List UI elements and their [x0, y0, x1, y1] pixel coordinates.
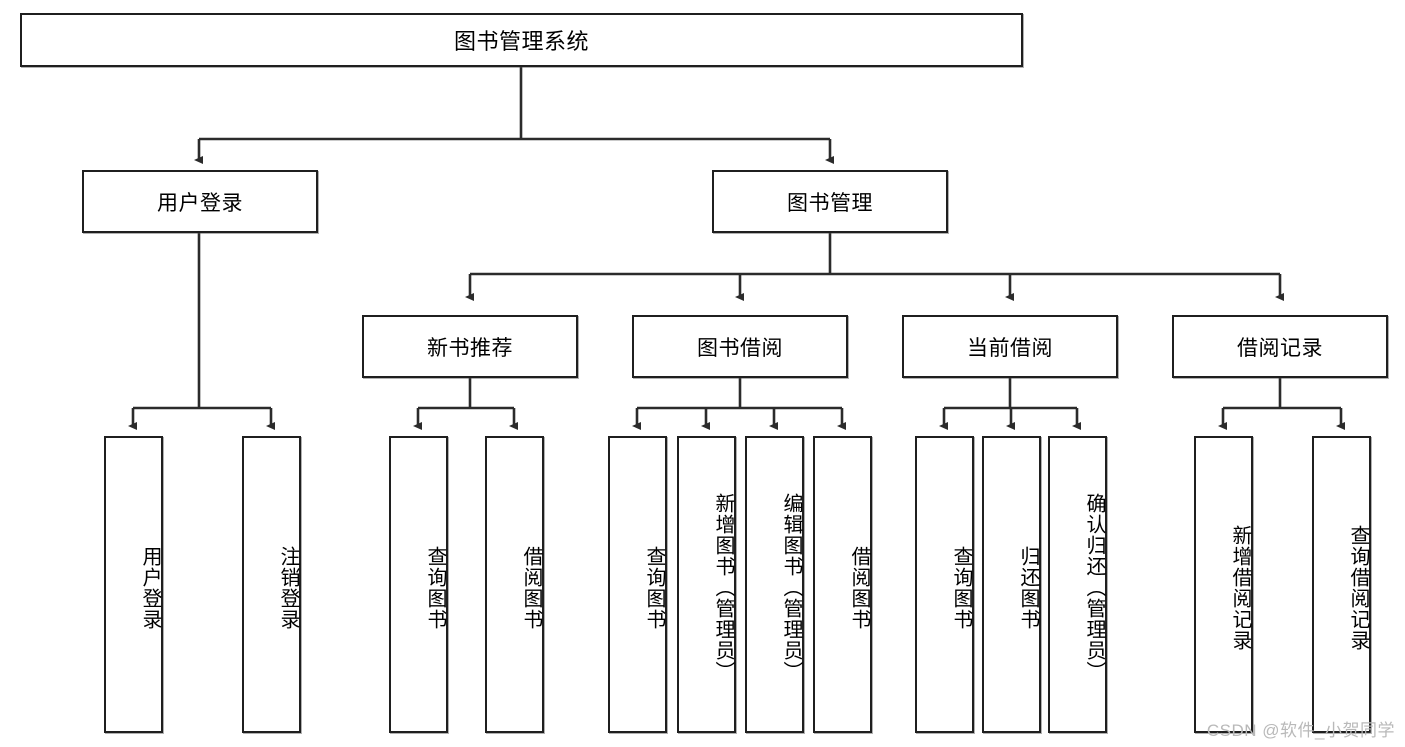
node-current-borrow[interactable]: 当前借阅 [902, 315, 1118, 378]
leaf-label: 借阅图书 [848, 545, 870, 630]
node-book-borrow-label: 图书借阅 [697, 336, 783, 360]
leaf-label: 查询图书 [643, 545, 665, 630]
node-book-management-label: 图书管理 [787, 191, 873, 215]
leaf-label: 查询图书 [424, 545, 446, 630]
leaf-label: 新增图书（管理员） [712, 493, 734, 682]
leaf-borrow-add-book-admin[interactable]: 新增图书（管理员） [677, 436, 736, 733]
leaf-label: 注销登录 [277, 545, 299, 630]
leaf-current-return-book[interactable]: 归还图书 [982, 436, 1041, 733]
leaf-borrow-borrow-book[interactable]: 借阅图书 [813, 436, 872, 733]
leaf-label: 借阅图书 [520, 545, 542, 630]
leaf-current-query-book[interactable]: 查询图书 [915, 436, 974, 733]
leaf-user-login-logout[interactable]: 注销登录 [242, 436, 301, 733]
leaf-label: 归还图书 [1017, 545, 1039, 630]
leaf-recommend-borrow-book[interactable]: 借阅图书 [485, 436, 544, 733]
node-new-book-recommend-label: 新书推荐 [427, 336, 513, 360]
leaf-current-confirm-return-admin[interactable]: 确认归还（管理员） [1048, 436, 1107, 733]
node-user-login[interactable]: 用户登录 [82, 170, 318, 233]
node-current-borrow-label: 当前借阅 [967, 336, 1053, 360]
node-borrow-record-label: 借阅记录 [1237, 336, 1323, 360]
node-root-label: 图书管理系统 [453, 29, 589, 54]
leaf-label: 用户登录 [139, 545, 161, 630]
leaf-label: 确认归还（管理员） [1083, 493, 1105, 682]
leaf-borrow-query-book[interactable]: 查询图书 [608, 436, 667, 733]
leaf-recommend-query-book[interactable]: 查询图书 [389, 436, 448, 733]
watermark-text: CSDN @软件_小贺同学 [1206, 721, 1395, 740]
node-root-system[interactable]: 图书管理系统 [20, 13, 1023, 67]
leaf-record-query-record[interactable]: 查询借阅记录 [1312, 436, 1371, 733]
node-book-borrow[interactable]: 图书借阅 [632, 315, 848, 378]
node-new-book-recommend[interactable]: 新书推荐 [362, 315, 578, 378]
node-book-management[interactable]: 图书管理 [712, 170, 948, 233]
leaf-user-login-login[interactable]: 用户登录 [104, 436, 163, 733]
leaf-label: 编辑图书（管理员） [780, 493, 802, 682]
leaf-label: 查询借阅记录 [1347, 524, 1369, 651]
leaf-label: 新增借阅记录 [1229, 524, 1251, 651]
leaf-label: 查询图书 [950, 545, 972, 630]
node-borrow-record[interactable]: 借阅记录 [1172, 315, 1388, 378]
leaf-borrow-edit-book-admin[interactable]: 编辑图书（管理员） [745, 436, 804, 733]
node-user-login-label: 用户登录 [157, 191, 243, 215]
leaf-record-add-record[interactable]: 新增借阅记录 [1194, 436, 1253, 733]
